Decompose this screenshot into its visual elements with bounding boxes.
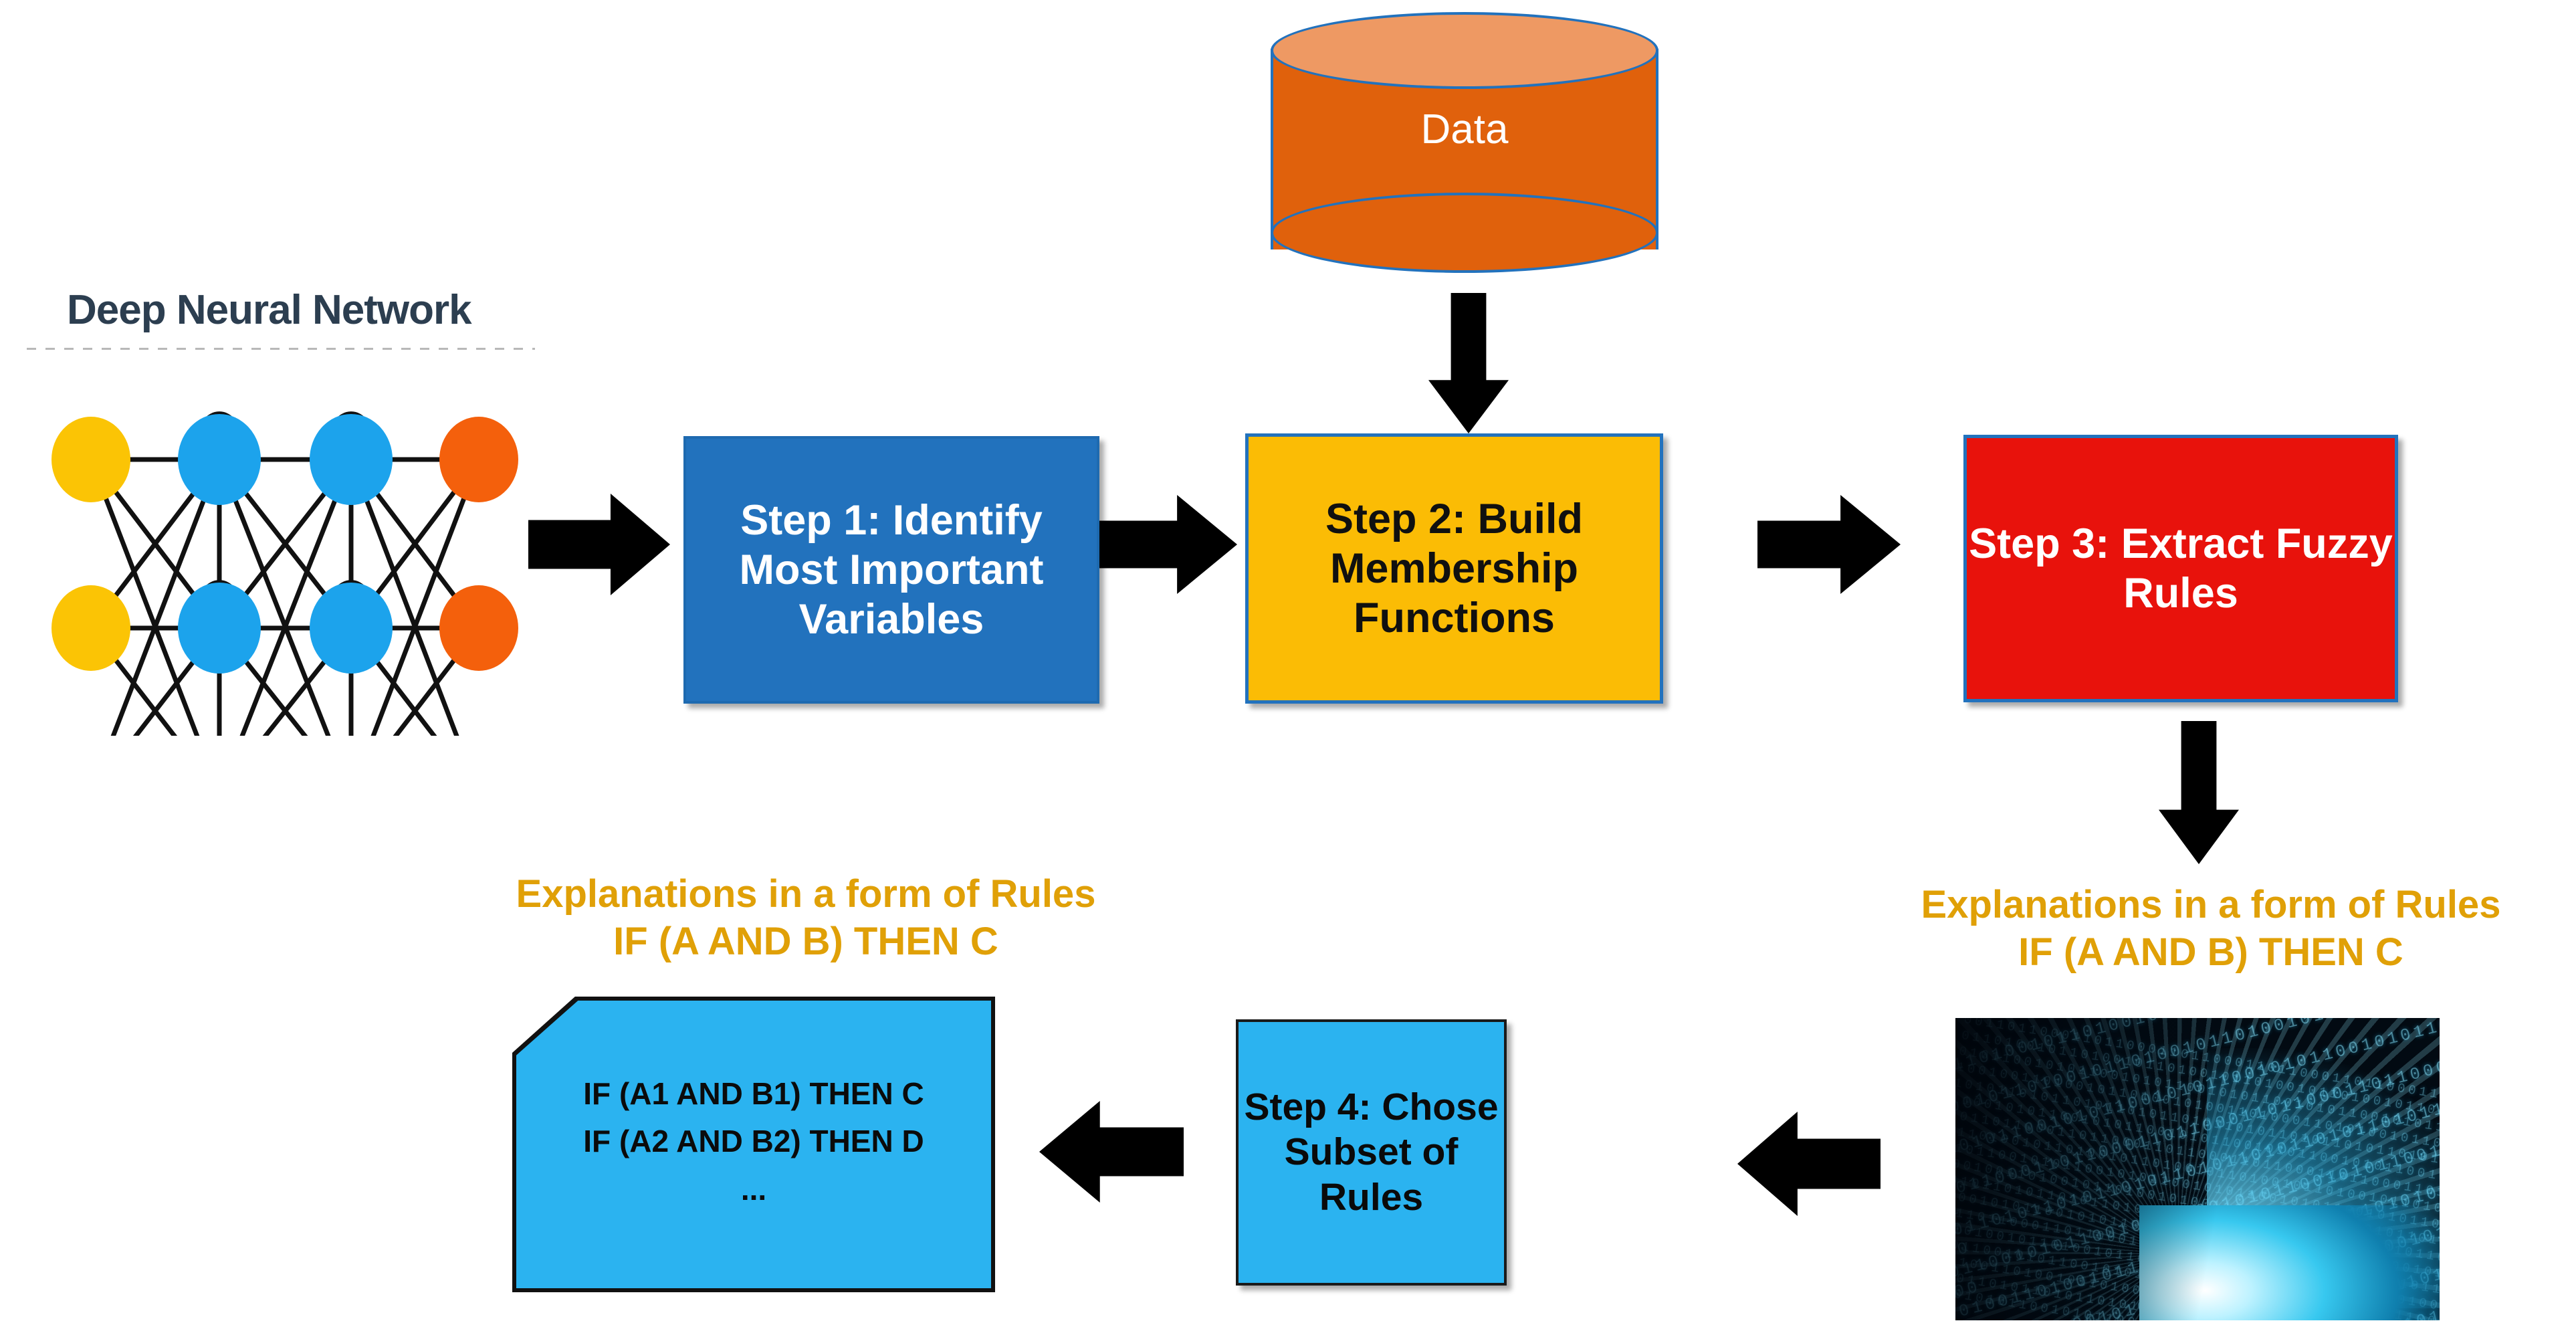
- data-label: Data: [1420, 106, 1509, 152]
- arrow-binary-to-step4-icon: [1737, 1112, 1881, 1216]
- explanations-caption-right: Explanations in a form of Rules IF (A AN…: [1846, 882, 2576, 977]
- cylinder-bottom-ellipse: [1271, 193, 1658, 273]
- step-2-box[interactable]: Step 2: Build Membership Functions: [1245, 433, 1663, 704]
- arrow-step4-to-rules-icon: [1039, 1101, 1184, 1203]
- explanations-left-line2: IF (A AND B) THEN C: [613, 919, 998, 963]
- step-3-label: Step 3: Extract Fuzzy Rules: [1969, 520, 2393, 617]
- binary-vignette: [1955, 1018, 2440, 1320]
- explanations-left-line1: Explanations in a form of Rules: [516, 872, 1096, 916]
- arrow-step2-to-step3-icon: [1757, 495, 1901, 594]
- step-4-label: Step 4: Chose Subset of Rules: [1244, 1086, 1499, 1219]
- rule-line-1: IF (A1 AND B1) THEN C: [583, 1076, 924, 1111]
- step-1-box[interactable]: Step 1: Identify Most Important Variable…: [683, 436, 1099, 704]
- neural-network-title: Deep Neural Network: [67, 287, 472, 333]
- step-2-label: Step 2: Build Membership Functions: [1325, 495, 1583, 642]
- explanations-right-line1: Explanations in a form of Rules: [1921, 883, 2501, 926]
- step-4-box[interactable]: Step 4: Chose Subset of Rules: [1236, 1019, 1507, 1286]
- cylinder-top-ellipse: [1271, 12, 1658, 89]
- neural-network-divider: [27, 348, 535, 350]
- arrow-step1-to-step2-icon: [1094, 495, 1237, 594]
- explanations-right-line2: IF (A AND B) THEN C: [2018, 930, 2403, 974]
- rule-line-3: ...: [740, 1171, 767, 1207]
- rule-line-2: IF (A2 AND B2) THEN D: [583, 1124, 924, 1159]
- step-1-label: Step 1: Identify Most Important Variable…: [739, 496, 1044, 643]
- arrow-data-to-step2-icon: [1428, 293, 1509, 433]
- rules-output-text: IF (A1 AND B1) THEN C IF (A2 AND B2) THE…: [516, 1070, 991, 1213]
- binary-tunnel-image: 1001001101001011010010100110100011010100…: [1955, 1018, 2440, 1320]
- rules-output-shape[interactable]: [516, 1001, 991, 1288]
- neural-network-diagram: [51, 411, 518, 736]
- nn-node-group-output: [439, 417, 518, 671]
- nn-node-group-input: [51, 417, 130, 671]
- step-3-box[interactable]: Step 3: Extract Fuzzy Rules: [1963, 435, 2398, 702]
- arrow-step3-to-explanations-icon: [2159, 721, 2239, 864]
- data-cylinder: Data: [1271, 12, 1658, 273]
- explanations-caption-left: Explanations in a form of Rules IF (A AN…: [428, 871, 1184, 966]
- nn-node-group-hidden1: [178, 414, 261, 674]
- nn-node-group-hidden2: [310, 414, 393, 674]
